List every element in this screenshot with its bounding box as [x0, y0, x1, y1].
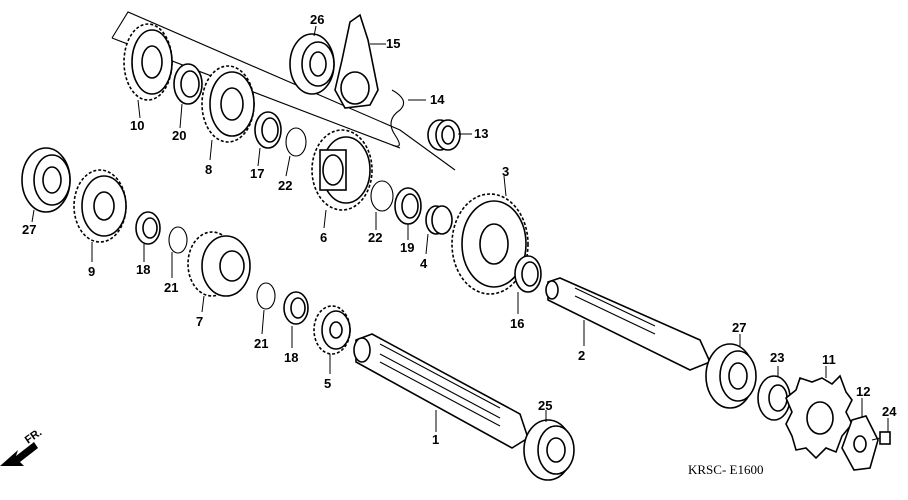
arrow-icon [0, 442, 38, 466]
callout: 27 [22, 222, 36, 237]
callout: 1 [432, 432, 439, 447]
callout: 24 [882, 404, 897, 419]
callout: 4 [420, 256, 428, 271]
callout: 14 [430, 92, 445, 107]
part-21-circlip-upper [168, 226, 188, 254]
part-8-gear [201, 65, 255, 143]
part-23-seal [757, 375, 791, 421]
callout: 27 [732, 320, 746, 335]
part-27-bearing-right [705, 343, 757, 409]
callout: 21 [254, 336, 268, 351]
callout: 10 [130, 118, 144, 133]
callout: 16 [510, 316, 524, 331]
callout: 18 [284, 350, 298, 365]
part-2-countershaft [545, 277, 712, 371]
callouts: 26 15 14 13 10 20 8 17 22 6 3 27 9 18 21… [22, 12, 897, 447]
part-19-washer [394, 187, 422, 225]
callout: 6 [320, 230, 327, 245]
callout: 7 [196, 314, 203, 329]
part-7-gear [187, 231, 251, 297]
direction-indicator: FR. [0, 426, 44, 466]
part-11-sprocket [785, 374, 853, 460]
part-1-mainshaft [353, 333, 529, 449]
callout: 19 [400, 240, 414, 255]
callout: 22 [368, 230, 382, 245]
part-4-bushing [425, 205, 453, 235]
callout: 8 [205, 162, 212, 177]
callout: 18 [136, 262, 150, 277]
part-20-washer [173, 63, 203, 105]
part-18-washer-upper [135, 211, 161, 245]
part-21-circlip-lower [256, 282, 276, 310]
part-13-collar [427, 119, 461, 151]
part-5-gear [313, 305, 351, 355]
part-12-plate [841, 415, 879, 471]
callout: 12 [856, 384, 870, 399]
callout: 2 [578, 348, 585, 363]
callout: 9 [88, 264, 95, 279]
direction-label: FR. [23, 426, 44, 446]
part-10-gear [123, 23, 173, 101]
part-17-washer [254, 111, 282, 149]
callout: 11 [822, 352, 836, 367]
callout: 22 [278, 178, 292, 193]
part-18-washer-lower [283, 291, 309, 325]
callout: 15 [386, 36, 400, 51]
part-6-gear [311, 129, 373, 211]
diagram-code: KRSC- E1600 [688, 462, 763, 477]
assembly-outline [111, 11, 456, 171]
callout: 17 [250, 166, 264, 181]
callout: 5 [324, 376, 331, 391]
callout: 13 [474, 126, 488, 141]
part-16-washer [514, 255, 542, 293]
part-14-clip [390, 89, 405, 147]
callout: 3 [502, 164, 509, 179]
leader-lines [31, 25, 889, 432]
callout: 25 [538, 398, 552, 413]
part-26-bearing [289, 33, 335, 95]
callout: 21 [164, 280, 178, 295]
part-25-bearing [523, 419, 575, 481]
part-3-gear [451, 193, 529, 295]
part-24-bolt [871, 431, 891, 445]
callout: 20 [172, 128, 186, 143]
part-9-gear [73, 169, 127, 243]
part-22-circlip-upper [285, 127, 307, 157]
part-15-plate [334, 13, 379, 109]
callout: 23 [770, 350, 784, 365]
callout: 26 [310, 12, 324, 27]
part-22-circlip-lower [370, 180, 394, 212]
part-27-bearing-left [21, 147, 71, 213]
